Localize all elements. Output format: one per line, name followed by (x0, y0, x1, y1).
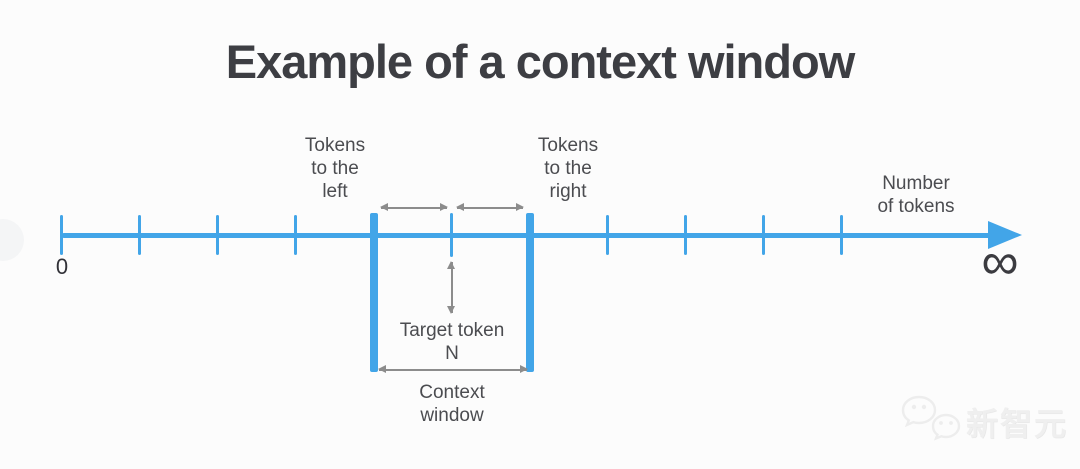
axis-tick (138, 215, 141, 255)
tokens-right-arrow (456, 204, 524, 211)
axis-title-label: Number of tokens (841, 172, 991, 218)
label-line: Tokens (304, 135, 366, 156)
wechat-icon (900, 392, 962, 451)
axis-tick (684, 215, 687, 255)
axis-tick (606, 215, 609, 255)
edge-watermark-dot (0, 219, 24, 261)
watermark-brand-text: 新智元 (966, 405, 1069, 442)
label-line: Number (882, 173, 950, 194)
context-window-label: Context window (377, 381, 527, 427)
context-window-left-bound (370, 213, 378, 372)
axis-tick (216, 215, 219, 255)
label-line: of tokens (877, 196, 955, 217)
page-title: Example of a context window (225, 35, 856, 88)
label-line: to the (311, 158, 359, 179)
context-window-right-bound (526, 213, 534, 372)
target-token-tick (450, 213, 453, 257)
axis-origin-label: 0 (55, 254, 69, 279)
infinity-symbol: ∞ (981, 233, 1019, 291)
target-token-arrow (448, 261, 455, 314)
context-window-arrow (378, 366, 528, 373)
axis-arrowhead-icon (988, 221, 1022, 249)
tokens-right-label: Tokens to the right (493, 134, 643, 203)
axis-tick (60, 215, 63, 255)
label-line: right (549, 181, 587, 202)
label-line: left (322, 181, 348, 202)
label-line: Tokens (537, 135, 599, 156)
label-line: window (420, 405, 484, 426)
label-line: Target token (399, 320, 505, 341)
target-token-label: Target token N (377, 319, 527, 365)
axis-tick (840, 215, 843, 255)
tokens-left-arrow (380, 204, 448, 211)
watermark: 新智元 (900, 392, 1068, 451)
axis-tick (762, 215, 765, 255)
axis-tick (294, 215, 297, 255)
label-line: N (445, 343, 459, 364)
label-line: Context (419, 382, 485, 403)
label-line: to the (544, 158, 592, 179)
tokens-left-label: Tokens to the left (260, 134, 410, 203)
